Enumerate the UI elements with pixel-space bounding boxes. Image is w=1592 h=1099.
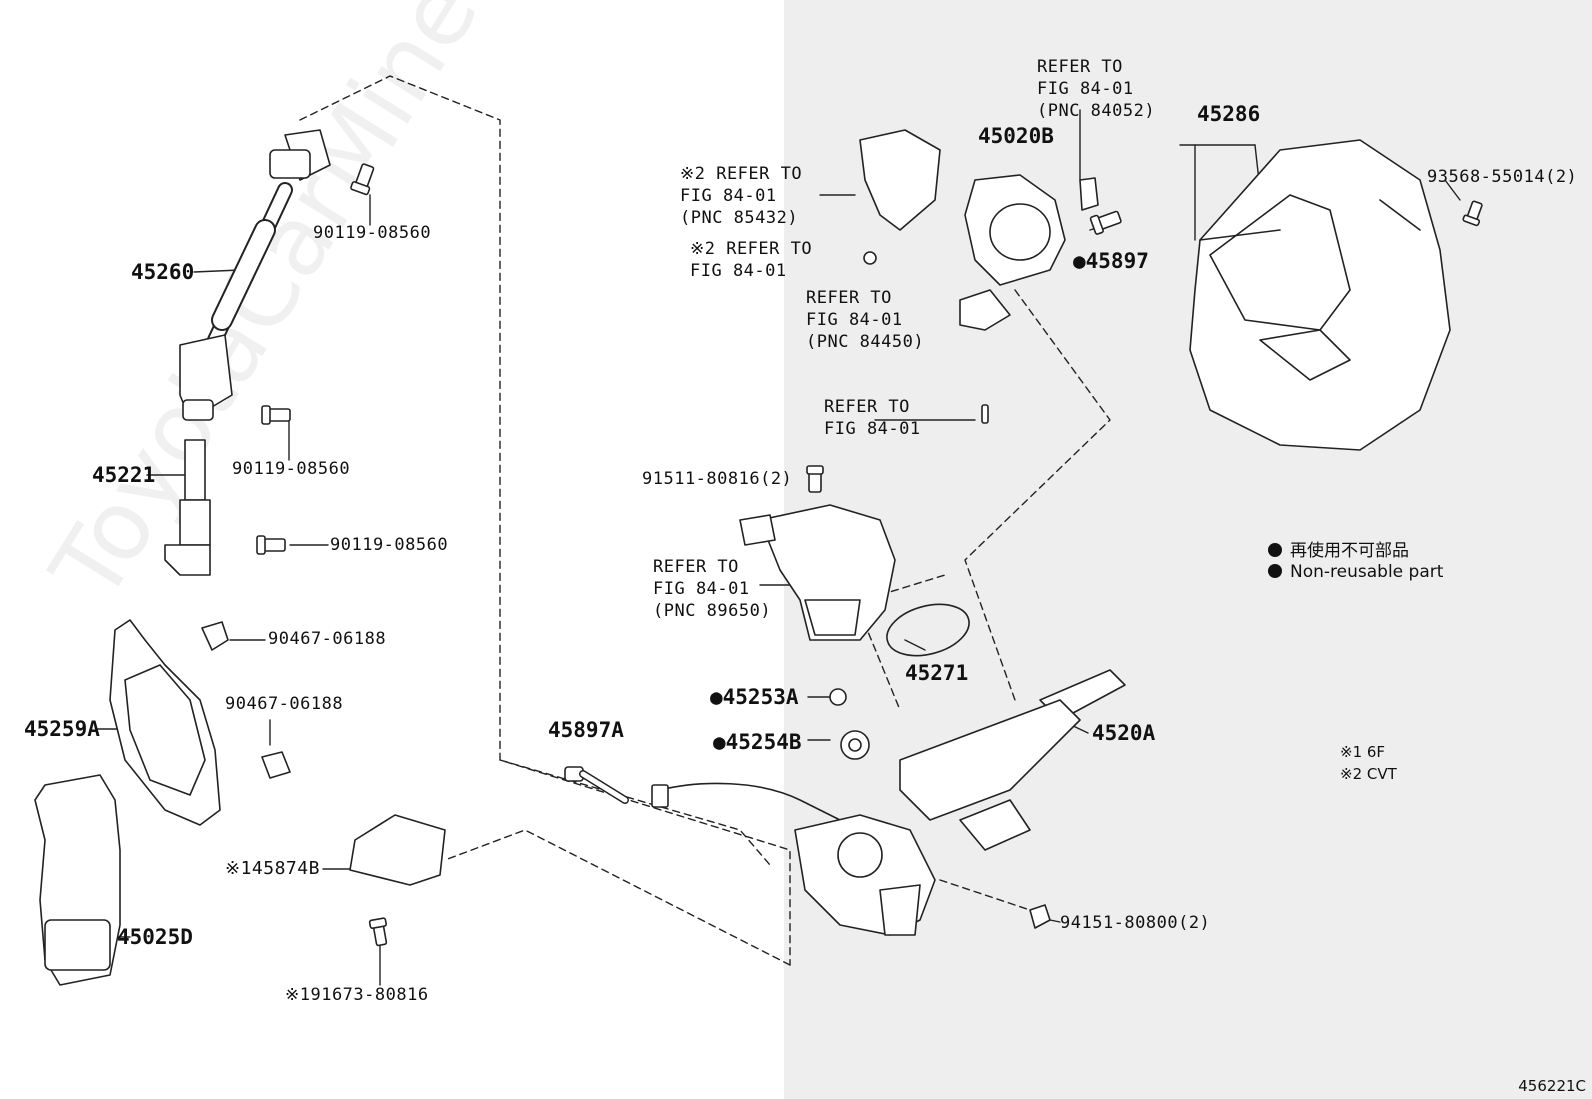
- part-label-45259A: 45259A: [24, 717, 100, 741]
- part-label-45286: 45286: [1197, 102, 1261, 126]
- note-6f: ※1 6F: [1340, 743, 1386, 761]
- nut-94151: [1029, 904, 1051, 929]
- part-label-91673-80816: ※191673-80816: [285, 985, 429, 1005]
- clips: [201, 621, 291, 779]
- boot-45025D: [34, 774, 121, 986]
- ring-45271: [886, 603, 970, 657]
- bullet-icon: [1268, 564, 1282, 578]
- column-cover-45286: [1189, 139, 1451, 451]
- steering-column-4520A: [794, 669, 1126, 936]
- ref-label-fig-84-01-b: REFER TO FIG 84-01: [824, 397, 921, 439]
- part-label-45874B: ※145874B: [225, 858, 320, 879]
- part-label-45260: 45260: [131, 260, 195, 284]
- ref-label-fig-84-01-a: ※2 REFER TO FIG 84-01: [690, 239, 813, 281]
- switch-45020B: [859, 129, 1099, 331]
- steering-shaft-45221: [164, 439, 211, 576]
- intermediate-shaft-45260: [179, 129, 331, 421]
- ref-label-pnc-84052: REFER TO FIG 84-01 (PNC 84052): [1037, 57, 1156, 121]
- part-label-91511-80816: 91511-80816(2): [642, 469, 793, 489]
- background-left: [0, 0, 784, 1099]
- part-label-45253A: ●45253A: [710, 685, 799, 709]
- dashed-enclosure-lines: [299, 75, 1111, 966]
- part-label-45020B: 45020B: [978, 124, 1054, 148]
- part-label-93568-55014: 93568-55014(2): [1427, 167, 1578, 187]
- ref-label-pnc-84450: REFER TO FIG 84-01 (PNC 84450): [806, 288, 925, 352]
- ref-label-pnc-89650: REFER TO FIG 84-01 (PNC 89650): [653, 557, 772, 621]
- part-label-45271: 45271: [905, 661, 969, 685]
- diagram-code: 456221C: [1518, 1077, 1586, 1095]
- part-label-45025D: 45025D: [117, 925, 193, 949]
- part-label-90467-06188-a: 90467-06188: [268, 629, 387, 649]
- note-cvt: ※2 CVT: [1340, 765, 1397, 783]
- legend-line-english: Non-reusable part: [1268, 562, 1443, 582]
- leader-lines: [97, 109, 1461, 986]
- part-label-45897A: 45897A: [548, 718, 624, 742]
- part-label-90119-08560-low: 90119-08560: [330, 535, 449, 555]
- part-label-45254B: ●45254B: [713, 730, 802, 754]
- bullet-icon: [1268, 543, 1282, 557]
- bracket-45874B: [349, 814, 446, 886]
- spiral-cable-assembly: [739, 504, 896, 641]
- part-label-45221: 45221: [92, 463, 156, 487]
- part-label-90467-06188-b: 90467-06188: [225, 694, 344, 714]
- part-label-4520A: 4520A: [1092, 721, 1156, 745]
- part-label-90119-08560-top: 90119-08560: [313, 223, 432, 243]
- ref-label-pnc-85432: ※2 REFER TO FIG 84-01 (PNC 85432): [680, 164, 803, 228]
- bolts: [256, 163, 1483, 947]
- part-label-94151-80800: 94151-80800(2): [1060, 913, 1211, 933]
- small-parts-45253A-45254B: [829, 688, 870, 760]
- cover-45259A: [109, 619, 221, 826]
- bolt-45897A-and-wire: [564, 766, 861, 831]
- legend-line-japanese: 再使用不可部品: [1268, 536, 1409, 561]
- part-label-90119-08560-mid: 90119-08560: [232, 459, 351, 479]
- part-label-45897: ●45897: [1073, 249, 1149, 273]
